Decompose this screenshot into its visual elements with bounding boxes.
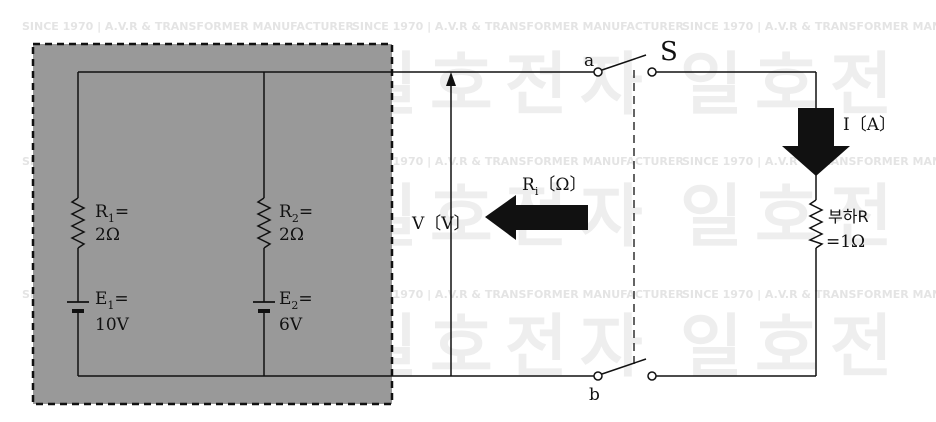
voltage-indicator (446, 72, 456, 376)
voltage-label: V〔V〕 (411, 214, 471, 234)
internal-resistance-arrow-icon (485, 195, 588, 240)
switch-terminal-a (593, 67, 603, 77)
terminal-b-label: b (589, 385, 600, 405)
switch-contact-bottom (647, 371, 657, 381)
load-value: =1Ω (826, 232, 865, 252)
watermark-char: 호 (430, 46, 493, 125)
switch-blade-top (601, 54, 647, 71)
voltage-arrowhead-icon (446, 72, 456, 86)
branch1-source-value: 10V (95, 315, 130, 335)
load-label: 부하R (828, 207, 869, 226)
terminal-a-label: a (584, 51, 594, 71)
watermark-char: 자 (580, 308, 643, 387)
switch (593, 54, 657, 381)
watermark-char: 호 (755, 178, 818, 257)
watermark-char: 일 (680, 46, 743, 125)
internal-resistance-label: Ri〔Ω〕 (522, 175, 586, 198)
branch1-battery-plate-short (72, 309, 84, 313)
current-arrow-icon (782, 108, 850, 176)
watermark-char: 호 (755, 308, 818, 387)
source-box (31, 42, 394, 406)
watermark-char: 전 (505, 46, 568, 125)
branch1-source-label: E1= (95, 289, 129, 312)
load-resistor (808, 199, 824, 249)
branch1-resistor (70, 197, 86, 249)
branch1-resistor-value: 2Ω (95, 225, 120, 245)
watermark-tagline: SINCE 1970 | A.V.R & TRANSFORMER MANUFAC… (352, 20, 684, 33)
branch2-source-label: E2= (279, 289, 313, 312)
watermark-tagline: SINCE 1970 | A.V.R & TRANSFORMER MANUFAC… (682, 20, 936, 33)
branch2-source-value: 6V (279, 315, 303, 335)
branch1-resistor-label: R1= (95, 202, 129, 225)
watermark-tagline: SINCE 1970 | A.V.R & TRANSFORMER MANUFAC… (22, 20, 354, 33)
watermark-char: 자 (580, 178, 643, 257)
watermark-char: 전 (505, 308, 568, 387)
branch2-battery-plate-short (258, 309, 270, 313)
switch-terminal-b (593, 371, 603, 381)
branch2-resistor (256, 197, 272, 249)
watermark-char: 일 (680, 308, 743, 387)
watermark-tagline: SINCE 1970 | A.V.R & TRANSFORMER MANUFAC… (352, 155, 684, 168)
current-label: I〔A〕 (843, 115, 896, 135)
switch-blade-bottom (601, 358, 647, 375)
watermark-char: 호 (430, 178, 493, 257)
branch2-resistor-value: 2Ω (279, 225, 304, 245)
watermark-char: 호 (430, 308, 493, 387)
switch-contact-top (647, 67, 657, 77)
watermark-tagline: SINCE 1970 | A.V.R & TRANSFORMER MANUFAC… (682, 288, 936, 301)
watermark-char: 전 (830, 308, 893, 387)
watermark-tagline: SINCE 1970 | A.V.R & TRANSFORMER MANUFAC… (352, 288, 684, 301)
watermark-char: 전 (830, 178, 893, 257)
switch-label: S (660, 37, 678, 67)
branch2-resistor-label: R2= (279, 202, 313, 225)
watermark-char: 전 (830, 46, 893, 125)
watermark-char: 일 (680, 178, 743, 257)
wiring (67, 71, 824, 377)
